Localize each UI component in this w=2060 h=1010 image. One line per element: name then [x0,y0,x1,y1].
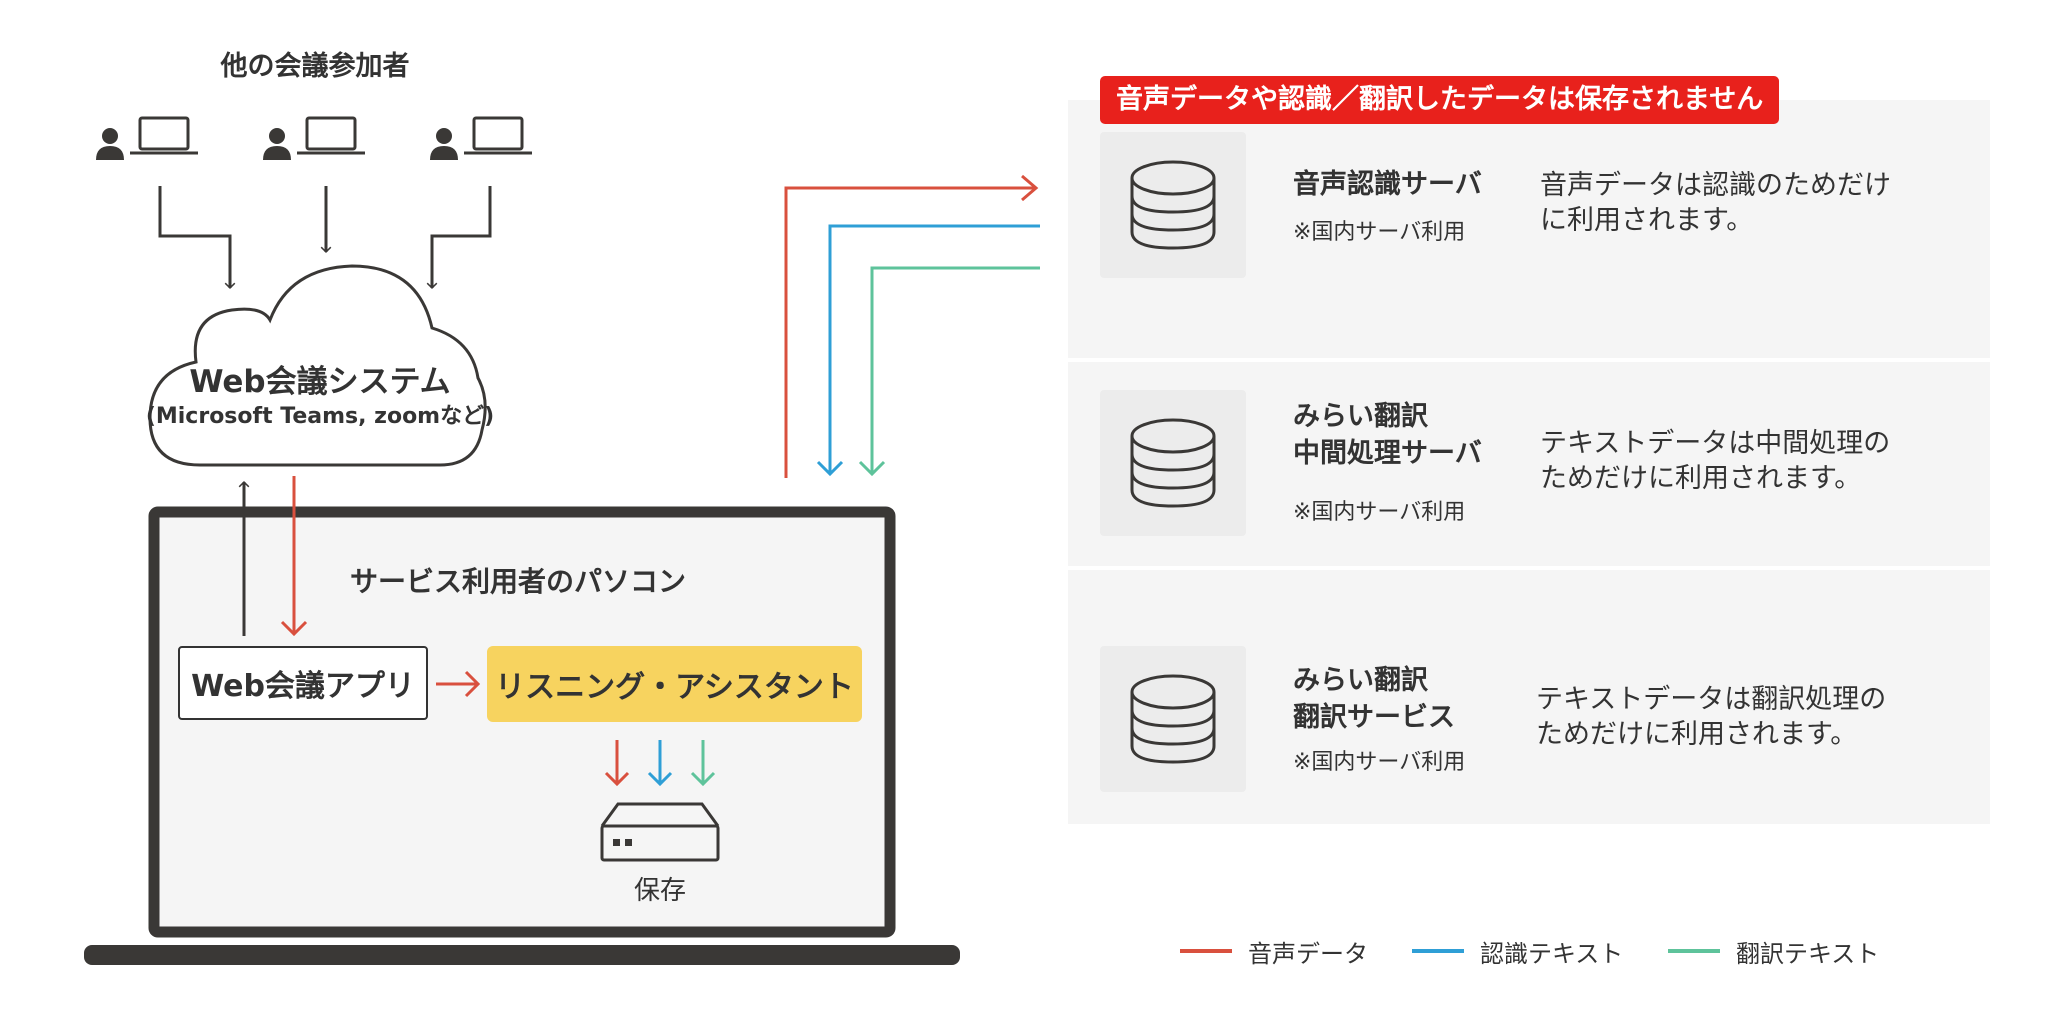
legend-item-audio: 音声データ [1180,934,1368,968]
legend-label: 翻訳テキスト [1736,939,1880,968]
participants-title: 他の会議参加者 [220,51,410,82]
legend-item-recognition: 認識テキスト [1412,934,1623,968]
server-note: ※国内サーバ利用 [1293,220,1466,245]
cloud-title: Web会議システム [189,364,451,400]
server-icon-box [1100,390,1246,536]
server-flow-lines [784,174,1040,478]
legend-item-translation: 翻訳テキスト [1668,934,1879,968]
legend-swatch [1180,949,1232,953]
cloud-shape [148,264,487,467]
legend-label: 認識テキスト [1480,939,1624,968]
server-note: ※国内サーバ利用 [1293,750,1466,775]
server-name: みらい翻訳 翻訳サービス [1293,662,1455,736]
database-icon [1130,160,1216,250]
cloud-label: Web会議システム (Microsoft Teams, zoomなど) [140,362,500,432]
legend-swatch [1412,949,1464,953]
server-icon-box [1100,132,1246,278]
participant-icon-3 [430,116,532,160]
legend-label: 音声データ [1248,939,1368,968]
database-icon [1130,418,1216,508]
server-description: 音声データは認識のためだけ に利用されます。 [1540,170,1891,236]
database-icon [1130,674,1216,764]
participant-icon-1 [96,116,198,160]
participant-icon-2 [263,116,365,160]
server-icon-box [1100,646,1246,792]
web-app-box: Web会議アプリ [178,646,428,720]
listening-assistant-box: リスニング・アシスタント [487,646,862,722]
warning-banner: 音声データや認識／翻訳したデータは保存されません [1100,76,1780,124]
arrows-to-storage [604,740,716,787]
server-name-line: 翻訳サービス [1293,702,1455,733]
server-name-line: みらい翻訳 [1293,401,1428,432]
storage-device-icon [600,802,720,862]
server-name: みらい翻訳 中間処理サーバ [1293,398,1482,472]
participant-arrows [158,186,492,290]
server-name: 音声認識サーバ [1293,169,1482,200]
cloud-subtitle: (Microsoft Teams, zoomなど) [145,404,495,429]
server-name-line: 中間処理サーバ [1293,438,1482,469]
server-description: テキストデータは中間処理の ためだけに利用されます。 [1540,428,1891,494]
server-description: テキストデータは翻訳処理の ためだけに利用されます。 [1536,684,1887,750]
pc-title: サービス利用者のパソコン [350,565,687,598]
storage-label: 保存 [633,876,686,906]
laptop-base [84,945,960,965]
legend-swatch [1668,949,1720,953]
server-note: ※国内サーバ利用 [1293,500,1466,525]
server-name-line: みらい翻訳 [1293,665,1428,696]
